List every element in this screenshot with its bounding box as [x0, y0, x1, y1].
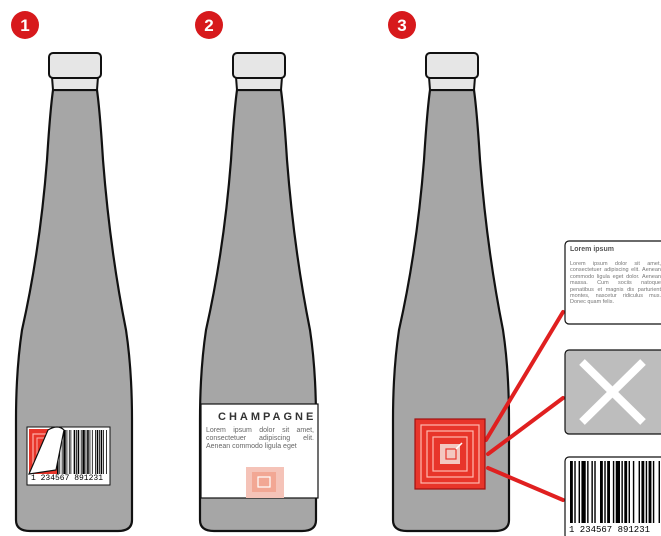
barcode-bar — [591, 461, 592, 523]
barcode-bar — [633, 461, 634, 523]
step-number-1: 1 — [20, 16, 29, 35]
barcode-bar — [587, 461, 588, 523]
barcode-digits-2: 1 234567 891231 — [569, 525, 650, 535]
barcode-bar — [629, 461, 630, 523]
barcode-bar — [70, 430, 71, 474]
barcode-bar — [74, 430, 76, 474]
barcode-digits-1: 1 234567 891231 — [31, 474, 103, 483]
barcode-bar — [97, 430, 99, 474]
barcode-bar — [86, 430, 87, 474]
barcode-bar — [101, 430, 103, 474]
step-badge-3: 3 — [388, 11, 416, 39]
barcode-bar — [613, 461, 614, 523]
step-number-2: 2 — [204, 16, 213, 35]
barcode-bar — [81, 430, 82, 474]
barcode-bar — [600, 461, 603, 523]
champagne-title: CHAMPAGNE — [218, 411, 316, 423]
barcode-bar — [82, 430, 84, 474]
barcode-bar — [646, 461, 647, 523]
barcode-bar — [594, 461, 595, 523]
step-badge-2: 2 — [195, 11, 223, 39]
barcode-bar — [639, 461, 640, 523]
barcode-bar — [574, 461, 575, 523]
barcode-bar — [653, 461, 654, 523]
barcode-bar — [67, 430, 68, 474]
barcode-bar — [95, 430, 96, 474]
champagne-text: Lorem ipsum dolor sit amet, consectetuer… — [206, 427, 314, 451]
info-card-text: Lorem ipsum dolor sit amet, consectetuer… — [570, 261, 661, 306]
barcode-bar — [90, 430, 91, 474]
barcode-bar — [649, 461, 652, 523]
barcode-bar — [659, 461, 660, 523]
cross-panel — [565, 350, 661, 434]
barcode-bar — [87, 430, 89, 474]
barcode-bar — [99, 430, 100, 474]
barcode-bar — [92, 430, 93, 474]
barcode-bar — [607, 461, 610, 523]
step-badge-1: 1 — [11, 11, 39, 39]
barcode-bar — [624, 461, 627, 523]
barcode-bar — [616, 461, 620, 523]
step-number-3: 3 — [397, 16, 406, 35]
info-card-title: Lorem ipsum — [570, 246, 614, 253]
barcode-bar — [106, 430, 107, 474]
barcode-bar — [78, 430, 80, 474]
barcode-bar — [63, 430, 65, 474]
barcode-bar — [103, 430, 104, 474]
barcode-bar — [581, 461, 585, 523]
rfid-tag-icon — [415, 419, 485, 489]
barcode-bar — [69, 430, 70, 474]
barcode-bar — [76, 430, 77, 474]
barcode-bar — [579, 461, 580, 523]
barcode-bar — [604, 461, 605, 523]
barcode-bar — [570, 461, 573, 523]
barcode-bar — [641, 461, 644, 523]
barcode-bar — [621, 461, 622, 523]
